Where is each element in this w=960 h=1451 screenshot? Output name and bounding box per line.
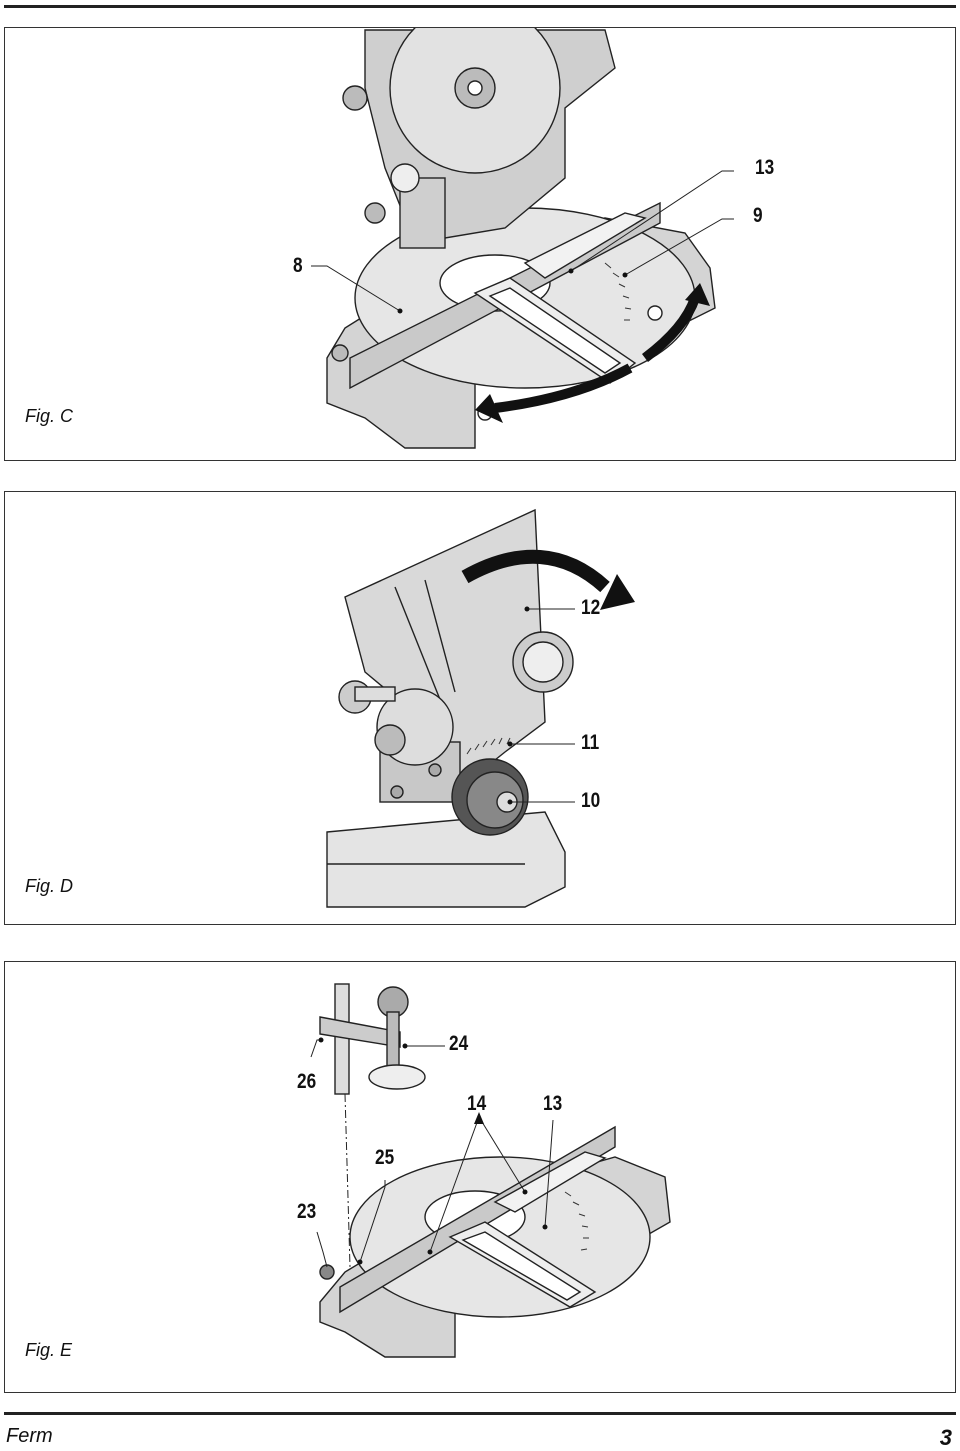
footer-brand: Ferm [6, 1425, 53, 1447]
callout-25: 25 [375, 1146, 395, 1169]
figure-e-label: Fig. E [25, 1340, 73, 1360]
callout-24: 24 [449, 1032, 469, 1055]
figure-d-illustration [326, 508, 635, 908]
callout-13: 13 [543, 1092, 563, 1115]
callout-8: 8 [293, 254, 303, 277]
page-number: 3 [939, 1425, 952, 1450]
callout-23: 23 [297, 1200, 317, 1223]
callout-11: 11 [581, 731, 600, 754]
footer-rule [4, 1412, 956, 1415]
figure-c-illustration [311, 28, 734, 449]
callout-14: 14 [467, 1092, 487, 1115]
figure-d-panel: 12 11 10 Fig. D [4, 491, 956, 925]
callout-12: 12 [581, 596, 601, 619]
callout-10: 10 [581, 789, 601, 812]
figure-e-illustration [310, 983, 671, 1358]
callout-13: 13 [755, 156, 775, 179]
figure-e-panel: 24 26 14 13 25 23 Fig. E [4, 961, 956, 1393]
top-rule [4, 5, 956, 8]
figure-c-label: Fig. C [25, 406, 74, 426]
figure-d-label: Fig. D [25, 876, 74, 896]
callout-9: 9 [753, 204, 763, 227]
callout-26: 26 [297, 1070, 317, 1093]
figure-c-panel: 13 9 8 Fig. C [4, 27, 956, 461]
